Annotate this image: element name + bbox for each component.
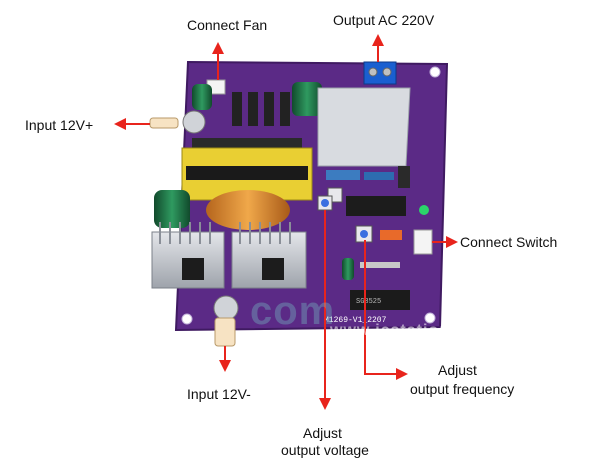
input-pos-lug xyxy=(149,117,179,129)
label-adjust-frequency-1: Adjust xyxy=(438,362,477,378)
input-heatsink-left xyxy=(151,222,225,289)
arrow-adjust-frequency xyxy=(364,240,398,375)
capacitor-large xyxy=(154,190,190,228)
label-output-ac: Output AC 220V xyxy=(333,12,435,28)
ic-silkscreen-text: SG3525 xyxy=(356,298,381,306)
status-led xyxy=(419,205,429,215)
annotation-arrows xyxy=(114,34,458,410)
mounting-holes xyxy=(181,66,441,325)
watermark-url: www.icstation.com xyxy=(330,322,492,339)
label-adjust-frequency-2: output frequency xyxy=(410,381,515,397)
input-neg-lug xyxy=(214,317,236,347)
transformer-coil xyxy=(206,190,290,230)
capacitor-top xyxy=(292,82,322,116)
watermark-logo: com xyxy=(250,289,336,333)
label-connect-fan: Connect Fan xyxy=(187,17,268,33)
input-heatsink-right xyxy=(231,222,307,289)
output-heatsink xyxy=(317,87,411,167)
label-connect-switch: Connect Switch xyxy=(460,234,558,250)
output-terminal-block xyxy=(363,61,397,85)
label-adjust-voltage-2: output voltage xyxy=(281,442,369,458)
capacitor-small xyxy=(192,84,212,110)
input-pos-bolt xyxy=(182,110,206,134)
mosfet-row xyxy=(232,92,290,126)
label-input-neg: Input 12V- xyxy=(187,386,251,402)
input-neg-bolt xyxy=(213,295,239,321)
label-input-pos: Input 12V+ xyxy=(25,117,94,133)
switch-connector xyxy=(413,229,433,255)
label-adjust-voltage-1: Adjust xyxy=(303,425,342,441)
board-model-text: M1269-V1_2207 xyxy=(324,316,387,325)
